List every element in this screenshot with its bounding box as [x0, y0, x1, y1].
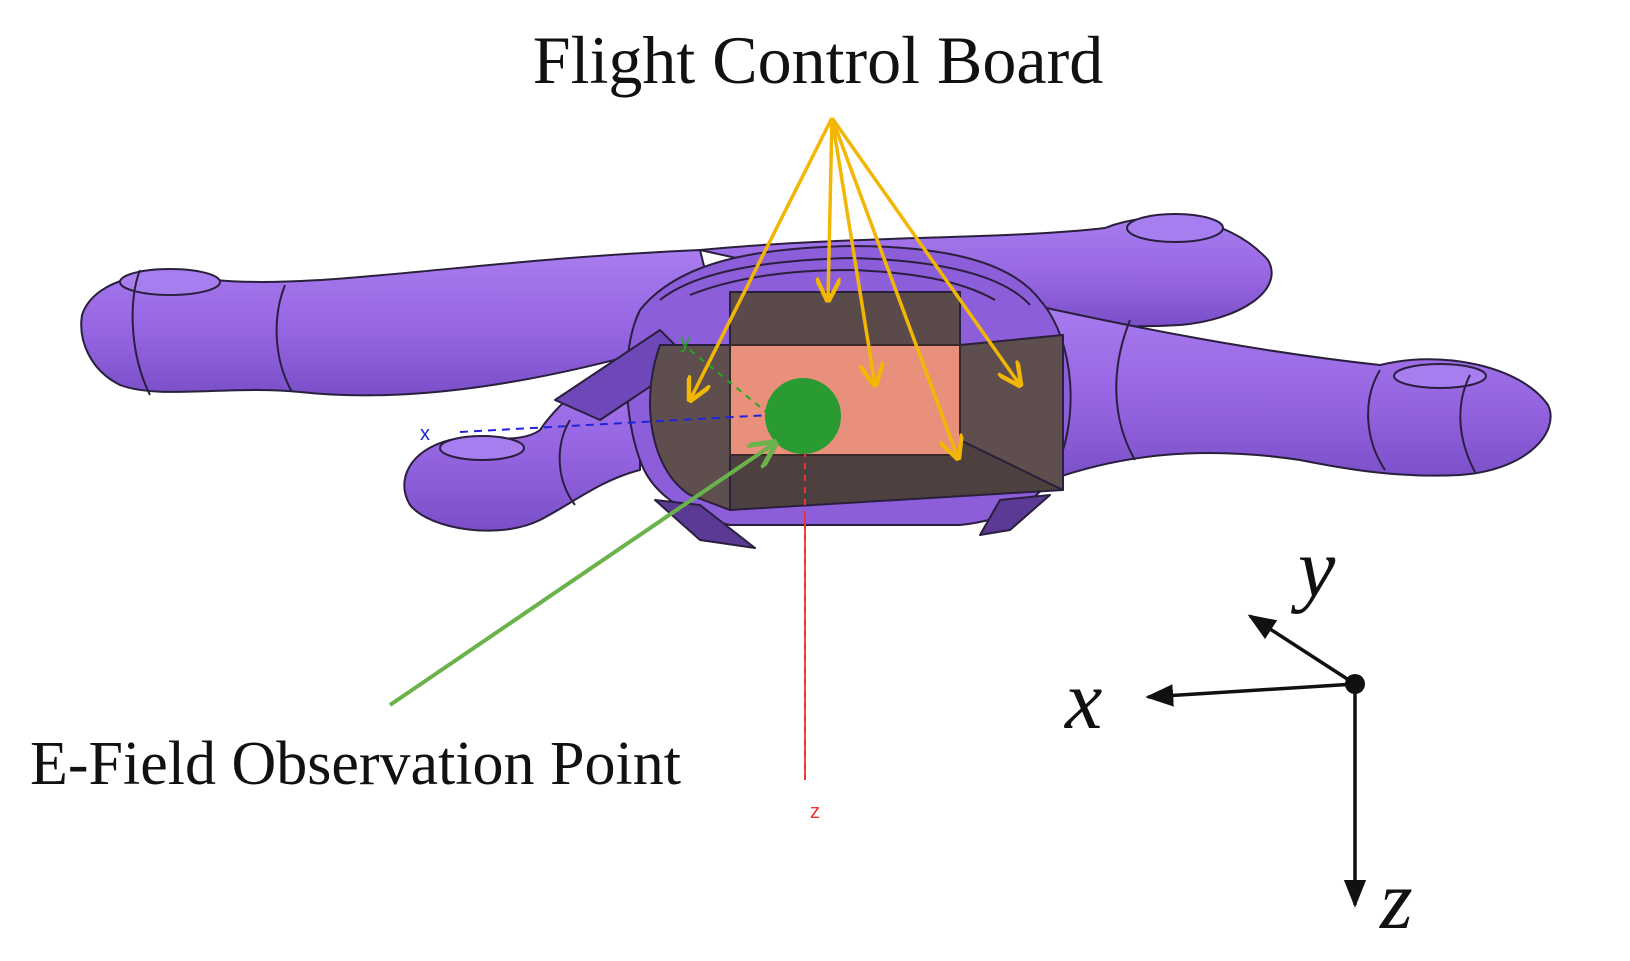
reference-axis-y-label: y	[1290, 522, 1336, 615]
hub-fin-bottom-right	[979, 494, 1051, 536]
model-axis-x-label: x	[420, 423, 430, 445]
board-arrow-4	[830, 117, 958, 458]
reference-axes: x y z	[1063, 522, 1413, 947]
motor-back-right-top	[1126, 213, 1224, 243]
motor-front-right-top	[1393, 363, 1487, 389]
reference-axis-x-label: x	[1063, 654, 1102, 747]
model-axis-y-label: y	[680, 331, 690, 353]
board-arrow-3	[830, 117, 875, 385]
model-axis-z-label: z	[810, 801, 820, 823]
flight-control-board-label: Flight Control Board	[533, 22, 1103, 98]
motor-back-left-top	[119, 268, 221, 296]
reference-axis-x	[1145, 682, 1356, 707]
board-arrow-5	[830, 116, 1020, 385]
board-arrow-2	[828, 117, 832, 300]
model-axes: x y z	[420, 331, 820, 823]
observation-arrow	[388, 443, 775, 707]
flight-control-board	[729, 344, 961, 456]
cavity-back-wall	[729, 291, 961, 346]
reference-axis-y	[1247, 614, 1356, 686]
reference-axis-z-label: z	[1379, 854, 1413, 947]
observation-point-label: E-Field Observation Point	[30, 730, 681, 798]
drone-body	[80, 213, 1552, 549]
motor-front-left-top	[439, 435, 525, 461]
board-arrow-1	[690, 117, 834, 400]
observation-point	[765, 378, 841, 454]
board-arrows	[690, 116, 1020, 458]
